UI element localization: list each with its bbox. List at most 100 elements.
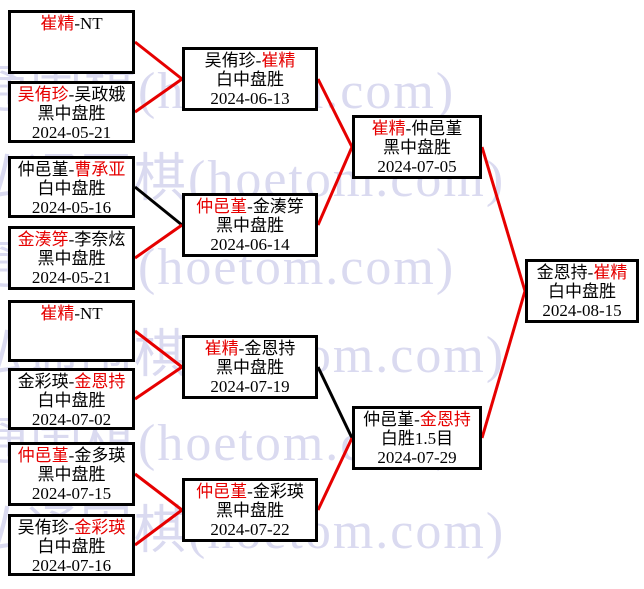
player2-name: NT: [80, 14, 103, 33]
match-box: 仲邑堇-金彩瑛 黑中盘胜 2024-07-22: [182, 478, 318, 542]
players-separator: -: [68, 230, 75, 249]
match-result: 黑中盘胜: [216, 358, 284, 377]
match-result: 白中盘胜: [37, 537, 106, 556]
players-separator: -: [247, 197, 253, 216]
connector-line: [480, 290, 527, 439]
match-date: 2024-07-22: [210, 520, 290, 539]
match-result: 黑中盘胜: [37, 104, 106, 123]
connector-line: [316, 146, 354, 226]
match-box: 崔精-NT: [8, 300, 135, 362]
players-separator: -: [68, 518, 75, 537]
players-separator: -: [68, 372, 75, 391]
match-box: 仲邑堇-金湊笌 黑中盘胜 2024-06-14: [182, 193, 318, 257]
match-result: 白中盘胜: [37, 391, 106, 410]
player1-name: 金湊笌: [17, 230, 69, 249]
player1-name: 崔精: [40, 304, 75, 323]
match-date: 2024-06-13: [210, 89, 290, 108]
player1-name: 仲邑堇: [17, 160, 69, 179]
match-date: 2024-07-02: [31, 410, 112, 429]
players-separator: -: [74, 14, 80, 33]
player2-name: 李奈炫: [74, 230, 126, 249]
match-date: 2024-05-21: [31, 268, 112, 287]
match-players: 崔精-NT: [11, 304, 132, 323]
connector-line: [134, 365, 183, 401]
player1-name: 金彩瑛: [17, 372, 69, 391]
player2-name: 仲邑堇: [411, 119, 463, 138]
match-players: 仲邑堇-金湊笌: [185, 197, 315, 216]
connector-line: [316, 437, 354, 511]
connector-line: [134, 40, 183, 81]
player2-name: 金恩持: [419, 410, 471, 429]
connector-line: [134, 77, 183, 114]
players-separator: -: [238, 339, 245, 358]
player1-name: 崔精: [40, 14, 75, 33]
match-box: 金彩瑛-金恩持 白中盘胜 2024-07-02: [8, 368, 135, 430]
player1-name: 崔精: [371, 119, 406, 138]
player2-name: 崔精: [593, 263, 628, 282]
player1-name: 仲邑堇: [196, 482, 248, 501]
match-result: [11, 33, 132, 52]
players-separator: -: [68, 160, 75, 179]
match-box: 仲邑堇-金多瑛 黑中盘胜 2024-07-15: [8, 442, 135, 506]
match-players: 仲邑堇-曹承亚: [11, 160, 132, 179]
match-result: 黑中盘胜: [216, 501, 284, 520]
match-date: 2024-05-16: [31, 198, 112, 217]
players-separator: -: [405, 119, 412, 138]
match-result: 黑中盘胜: [37, 465, 106, 484]
player1-name: 金恩持: [536, 263, 588, 282]
player2-name: 吴政娥: [74, 85, 126, 104]
match-date: 2024-07-15: [31, 484, 112, 503]
match-result: 白中盘胜: [37, 179, 106, 198]
match-date: 2024-07-16: [31, 556, 112, 575]
match-box: 金恩持-崔精 白中盘胜 2024-08-15: [525, 259, 639, 323]
player1-name: 吴侑珍: [17, 85, 69, 104]
players-separator: -: [74, 304, 80, 323]
player2-name: 金彩瑛: [74, 518, 126, 537]
match-date: 2024-07-19: [210, 377, 290, 396]
players-separator: -: [414, 410, 420, 429]
match-date: 2024-08-15: [542, 301, 622, 320]
match-players: 仲邑堇-金多瑛: [11, 446, 132, 465]
match-box: 仲邑堇-金恩持 白胜1.5目 2024-07-29: [352, 406, 482, 470]
match-date: 2024-06-14: [210, 235, 290, 254]
player1-name: 吴侑珍: [17, 518, 69, 537]
match-players: 吴侑珍-崔精: [185, 51, 315, 70]
player2-name: NT: [80, 304, 103, 323]
players-separator: -: [68, 85, 75, 104]
player1-name: 崔精: [204, 339, 239, 358]
match-box: 崔精-仲邑堇 黑中盘胜 2024-07-05: [352, 115, 482, 179]
match-box: 吴侑珍-吴政娥 黑中盘胜 2024-05-21: [8, 81, 135, 143]
match-date: 2024-05-21: [31, 123, 112, 142]
match-result: 白中盘胜: [548, 282, 616, 301]
connector-line: [134, 508, 183, 547]
match-date: [11, 52, 132, 71]
players-separator: -: [255, 51, 262, 70]
match-players: 金恩持-崔精: [528, 263, 636, 282]
match-players: 吴侑珍-吴政娥: [11, 85, 132, 104]
player1-name: 仲邑堇: [17, 446, 69, 465]
match-box: 吴侑珍-崔精 白中盘胜 2024-06-13: [182, 47, 318, 111]
connector-line: [480, 146, 527, 292]
player1-name: 吴侑珍: [204, 51, 256, 70]
match-result: [11, 323, 132, 342]
match-players: 崔精-金恩持: [185, 339, 315, 358]
match-players: 崔精-仲邑堇: [355, 119, 479, 138]
match-result: 黑中盘胜: [216, 216, 284, 235]
connector-line: [134, 329, 183, 369]
player2-name: 金恩持: [74, 372, 126, 391]
player2-name: 曹承亚: [74, 160, 126, 179]
connector-line: [134, 472, 183, 512]
player1-name: 仲邑堇: [196, 197, 248, 216]
match-players: 金彩瑛-金恩持: [11, 372, 132, 391]
match-date: [11, 342, 132, 361]
players-separator: -: [68, 446, 75, 465]
match-players: 金湊笌-李奈炫: [11, 230, 132, 249]
connector-line: [134, 223, 183, 260]
connector-line: [316, 366, 354, 439]
match-box: 金湊笌-李奈炫 黑中盘胜 2024-05-21: [8, 226, 135, 290]
player1-name: 仲邑堇: [363, 410, 415, 429]
connector-line: [134, 185, 183, 227]
player2-name: 金多瑛: [74, 446, 126, 465]
match-result: 白胜1.5目: [380, 429, 454, 448]
